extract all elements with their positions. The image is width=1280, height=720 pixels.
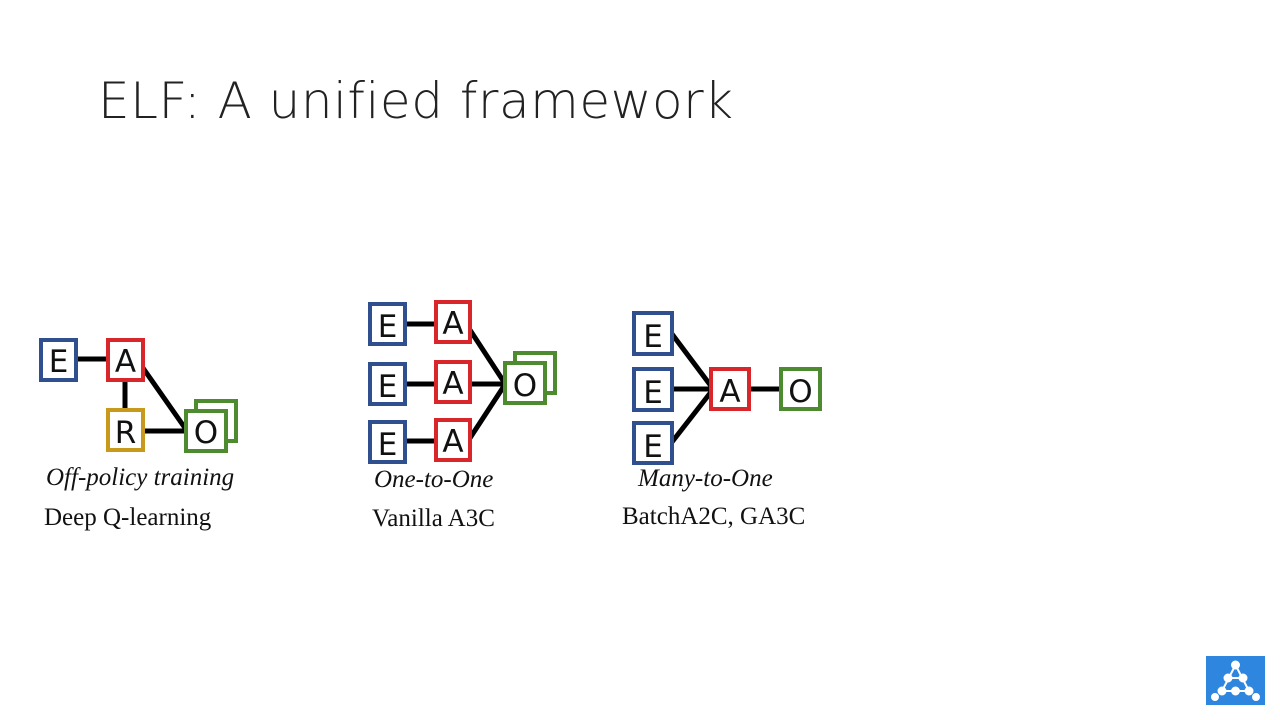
optimizer-box: [184, 409, 228, 453]
env-box: [39, 338, 78, 382]
svg-text:E: E: [643, 429, 663, 465]
actor-box: [106, 338, 145, 382]
actor-label: A: [115, 344, 136, 380]
svg-text:E: E: [643, 319, 663, 355]
svg-text:A: A: [442, 306, 463, 342]
svg-text:E: E: [378, 427, 398, 463]
svg-text:A: A: [442, 366, 463, 402]
env-label: E: [49, 344, 69, 380]
edge-a-o: [140, 366, 188, 430]
svg-text:E: E: [378, 369, 398, 405]
replay-box: [106, 408, 145, 452]
caption-one-to-one: One-to-One: [374, 466, 494, 493]
replay-label: R: [115, 415, 137, 451]
svg-text:A: A: [442, 424, 463, 460]
caption-vanilla-a3c: Vanilla A3C: [372, 505, 495, 532]
caption-deep-q: Deep Q-learning: [44, 504, 212, 531]
svg-text:E: E: [378, 309, 398, 345]
diagram-one-to-one: E E E A A A O: [368, 300, 557, 464]
svg-text:O: O: [788, 374, 812, 410]
caption-many-to-one: Many-to-One: [638, 465, 773, 492]
caption-batch: BatchA2C, GA3C: [622, 503, 806, 530]
slide-title: ELF: A unified framework: [98, 72, 734, 130]
diagram-many-to-one: E E E A O: [632, 311, 822, 465]
svg-text:O: O: [513, 368, 537, 404]
svg-text:A: A: [719, 374, 740, 410]
optimizer-label: O: [194, 415, 218, 451]
svg-text:E: E: [643, 375, 663, 411]
diagram-off-policy: E A R O: [39, 338, 238, 453]
elf-logo-icon: [1206, 656, 1265, 705]
caption-off-policy: Off-policy training: [46, 464, 235, 491]
